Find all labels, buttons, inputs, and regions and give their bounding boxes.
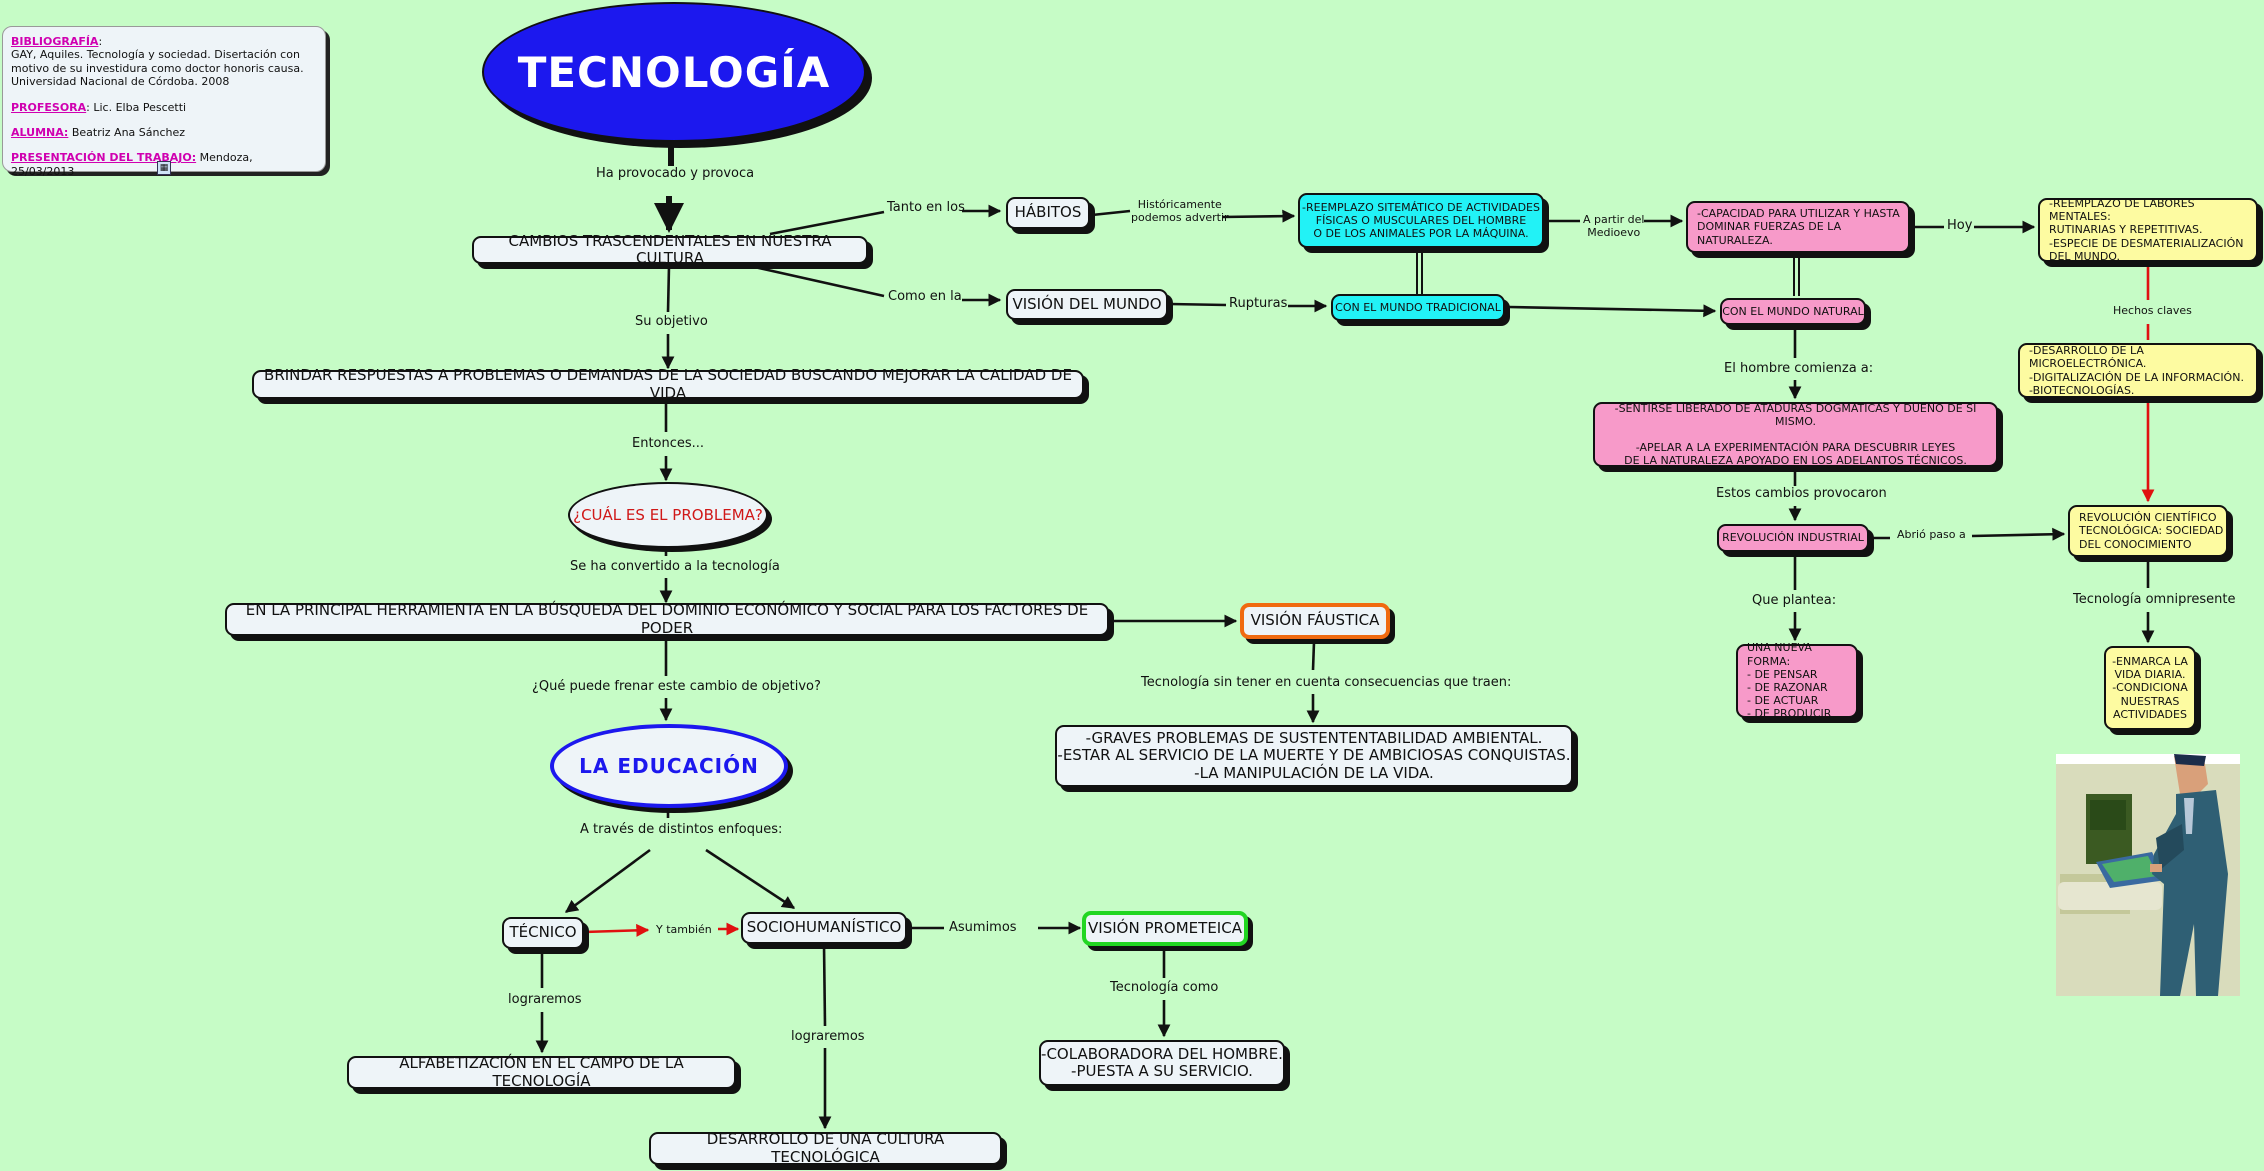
node-colaboradora[interactable]: -COLABORADORA DEL HOMBRE. -PUESTA A SU S… xyxy=(1039,1040,1285,1086)
node-microelectronica[interactable]: -DESARROLLO DE LA MICROELECTRÓNICA. -DIG… xyxy=(2018,343,2258,398)
person-at-computer-illustration xyxy=(2056,754,2240,996)
presentacion-value: Mendoza, 25/03/2013 xyxy=(11,151,253,178)
label-abrio: Abrió paso a xyxy=(1897,528,1966,541)
bibliography-label: BIBLIOGRAFÍA xyxy=(11,35,99,48)
label-estos-cambios: Estos cambios provocaron xyxy=(1716,486,1887,501)
node-nueva-forma[interactable]: UNA NUEVA FORMA: - DE PENSAR - DE RAZONA… xyxy=(1736,641,1858,720)
node-reemplazo-mental[interactable]: -REEMPLAZO DE LABORES MENTALES: RUTINARI… xyxy=(2038,197,2258,263)
node-revolucion-industrial[interactable]: REVOLUCIÓN INDUSTRIAL xyxy=(1717,524,1869,552)
illustration-svg xyxy=(2056,754,2240,996)
label-que-plantea: Que plantea: xyxy=(1752,593,1837,608)
node-desarrollo-cultura[interactable]: DESARROLLO DE UNA CULTURA TECNOLÓGICA xyxy=(649,1131,1002,1165)
label-omnipresente: Tecnología omnipresente xyxy=(2073,592,2236,607)
label-entonces: Entonces... xyxy=(632,436,705,451)
node-faustica[interactable]: VISIÓN FÁUSTICA xyxy=(1240,603,1390,639)
label-convertido: Se ha convertido a la tecnología xyxy=(570,559,780,574)
educacion-text: LA EDUCACIÓN xyxy=(579,754,759,778)
node-habitos[interactable]: HÁBITOS xyxy=(1006,197,1090,229)
label-hoy: Hoy xyxy=(1947,218,1973,233)
node-sentirse[interactable]: -SENTIRSE LIBERADO DE ATADURAS DOGMÁTICA… xyxy=(1593,402,1998,467)
label-hombre-comienza: El hombre comienza a: xyxy=(1724,361,1874,376)
node-socio[interactable]: SOCIOHUMANÍSTICO xyxy=(741,912,907,944)
label-hechos-claves: Hechos claves xyxy=(2113,304,2192,317)
label-tanto: Tanto en los xyxy=(887,200,965,215)
node-alfabetizacion[interactable]: ALFABETIZACIÓN EN EL CAMPO DE LA TECNOLO… xyxy=(347,1055,736,1089)
label-rupturas: Rupturas xyxy=(1229,296,1288,311)
profesora-value: : Lic. Elba Pescetti xyxy=(86,100,187,114)
profesora-label: PROFESORA xyxy=(11,100,87,114)
problema-text: ¿CUÁL ES EL PROBLEMA? xyxy=(573,506,763,524)
label-historicamente: Históricamente podemos advertir xyxy=(1131,198,1229,224)
alumna-value: Beatriz Ana Sánchez xyxy=(68,126,186,140)
title-oval: TECNOLOGÍA xyxy=(482,2,866,142)
label-traves: A través de distintos enfoques: xyxy=(580,822,783,837)
node-educacion[interactable]: LA EDUCACIÓN xyxy=(550,724,788,808)
node-mundo-natural[interactable]: CON EL MUNDO NATURAL xyxy=(1720,298,1866,325)
node-prometeica[interactable]: VISIÓN PROMETEICA xyxy=(1082,911,1248,946)
alumna-label: ALUMNA: xyxy=(11,126,69,140)
label-tecnologia-como: Tecnología como xyxy=(1110,980,1219,995)
node-graves[interactable]: -GRAVES PROBLEMAS DE SUSTENTENTABILIDAD … xyxy=(1055,725,1573,787)
label-ha-provocado: Ha provocado y provoca xyxy=(596,166,755,181)
node-enmarca[interactable]: -ENMARCA LA VIDA DIARIA. -CONDICIONA NUE… xyxy=(2104,646,2196,730)
label-lograremos-2: lograremos xyxy=(791,1029,865,1044)
node-capacidad[interactable]: -CAPACIDAD PARA UTILIZAR Y HASTA DOMINAR… xyxy=(1686,201,1910,253)
node-mundo-tradicional[interactable]: CON EL MUNDO TRADICIONAL xyxy=(1331,294,1505,321)
node-problema[interactable]: ¿CUÁL ES EL PROBLEMA? xyxy=(568,482,768,548)
label-sin-tener: Tecnología sin tener en cuenta consecuen… xyxy=(1141,675,1512,690)
node-tecnico[interactable]: TÉCNICO xyxy=(502,917,584,949)
label-partir: A partir del Medioevo xyxy=(1583,213,1645,239)
label-su-objetivo: Su objetivo xyxy=(635,314,708,329)
bibliography-text: GAY, Aquiles. Tecnología y sociedad. Dis… xyxy=(11,48,304,89)
title: TECNOLOGÍA xyxy=(517,47,831,97)
node-cambios[interactable]: CAMBIOS TRASCENDENTALES EN NUESTRA CULTU… xyxy=(472,232,868,267)
bibliography-note: BIBLIOGRAFÍA: GAY, Aquiles. Tecnología y… xyxy=(2,26,326,178)
note-icon[interactable]: ▦ xyxy=(157,161,171,175)
presentacion-label: PRESENTACIÓN DEL TRABAJO: xyxy=(11,151,197,165)
node-herramienta[interactable]: EN LA PRINCIPAL HERRAMIENTA EN LA BÚSQUE… xyxy=(225,602,1109,636)
label-como: Como en la xyxy=(888,289,962,304)
label-frenar: ¿Qué puede frenar este cambio de objetiv… xyxy=(532,679,821,694)
label-tambien: Y también xyxy=(656,923,712,936)
node-brindar[interactable]: BRINDAR RESPUESTAS A PROBLEMAS O DEMANDA… xyxy=(252,367,1084,401)
node-revolucion-cientifica[interactable]: REVOLUCIÓN CIENTÍFICO TECNOLÓGICA: SOCIE… xyxy=(2068,505,2228,557)
node-vision-mundo[interactable]: VISIÓN DEL MUNDO xyxy=(1006,289,1168,320)
label-lograremos-1: lograremos xyxy=(508,992,582,1007)
node-reemplazo-fisico[interactable]: -REEMPLAZO SITEMÁTICO DE ACTIVIDADES FÍS… xyxy=(1298,193,1544,248)
label-asumimos: Asumimos xyxy=(949,920,1017,935)
